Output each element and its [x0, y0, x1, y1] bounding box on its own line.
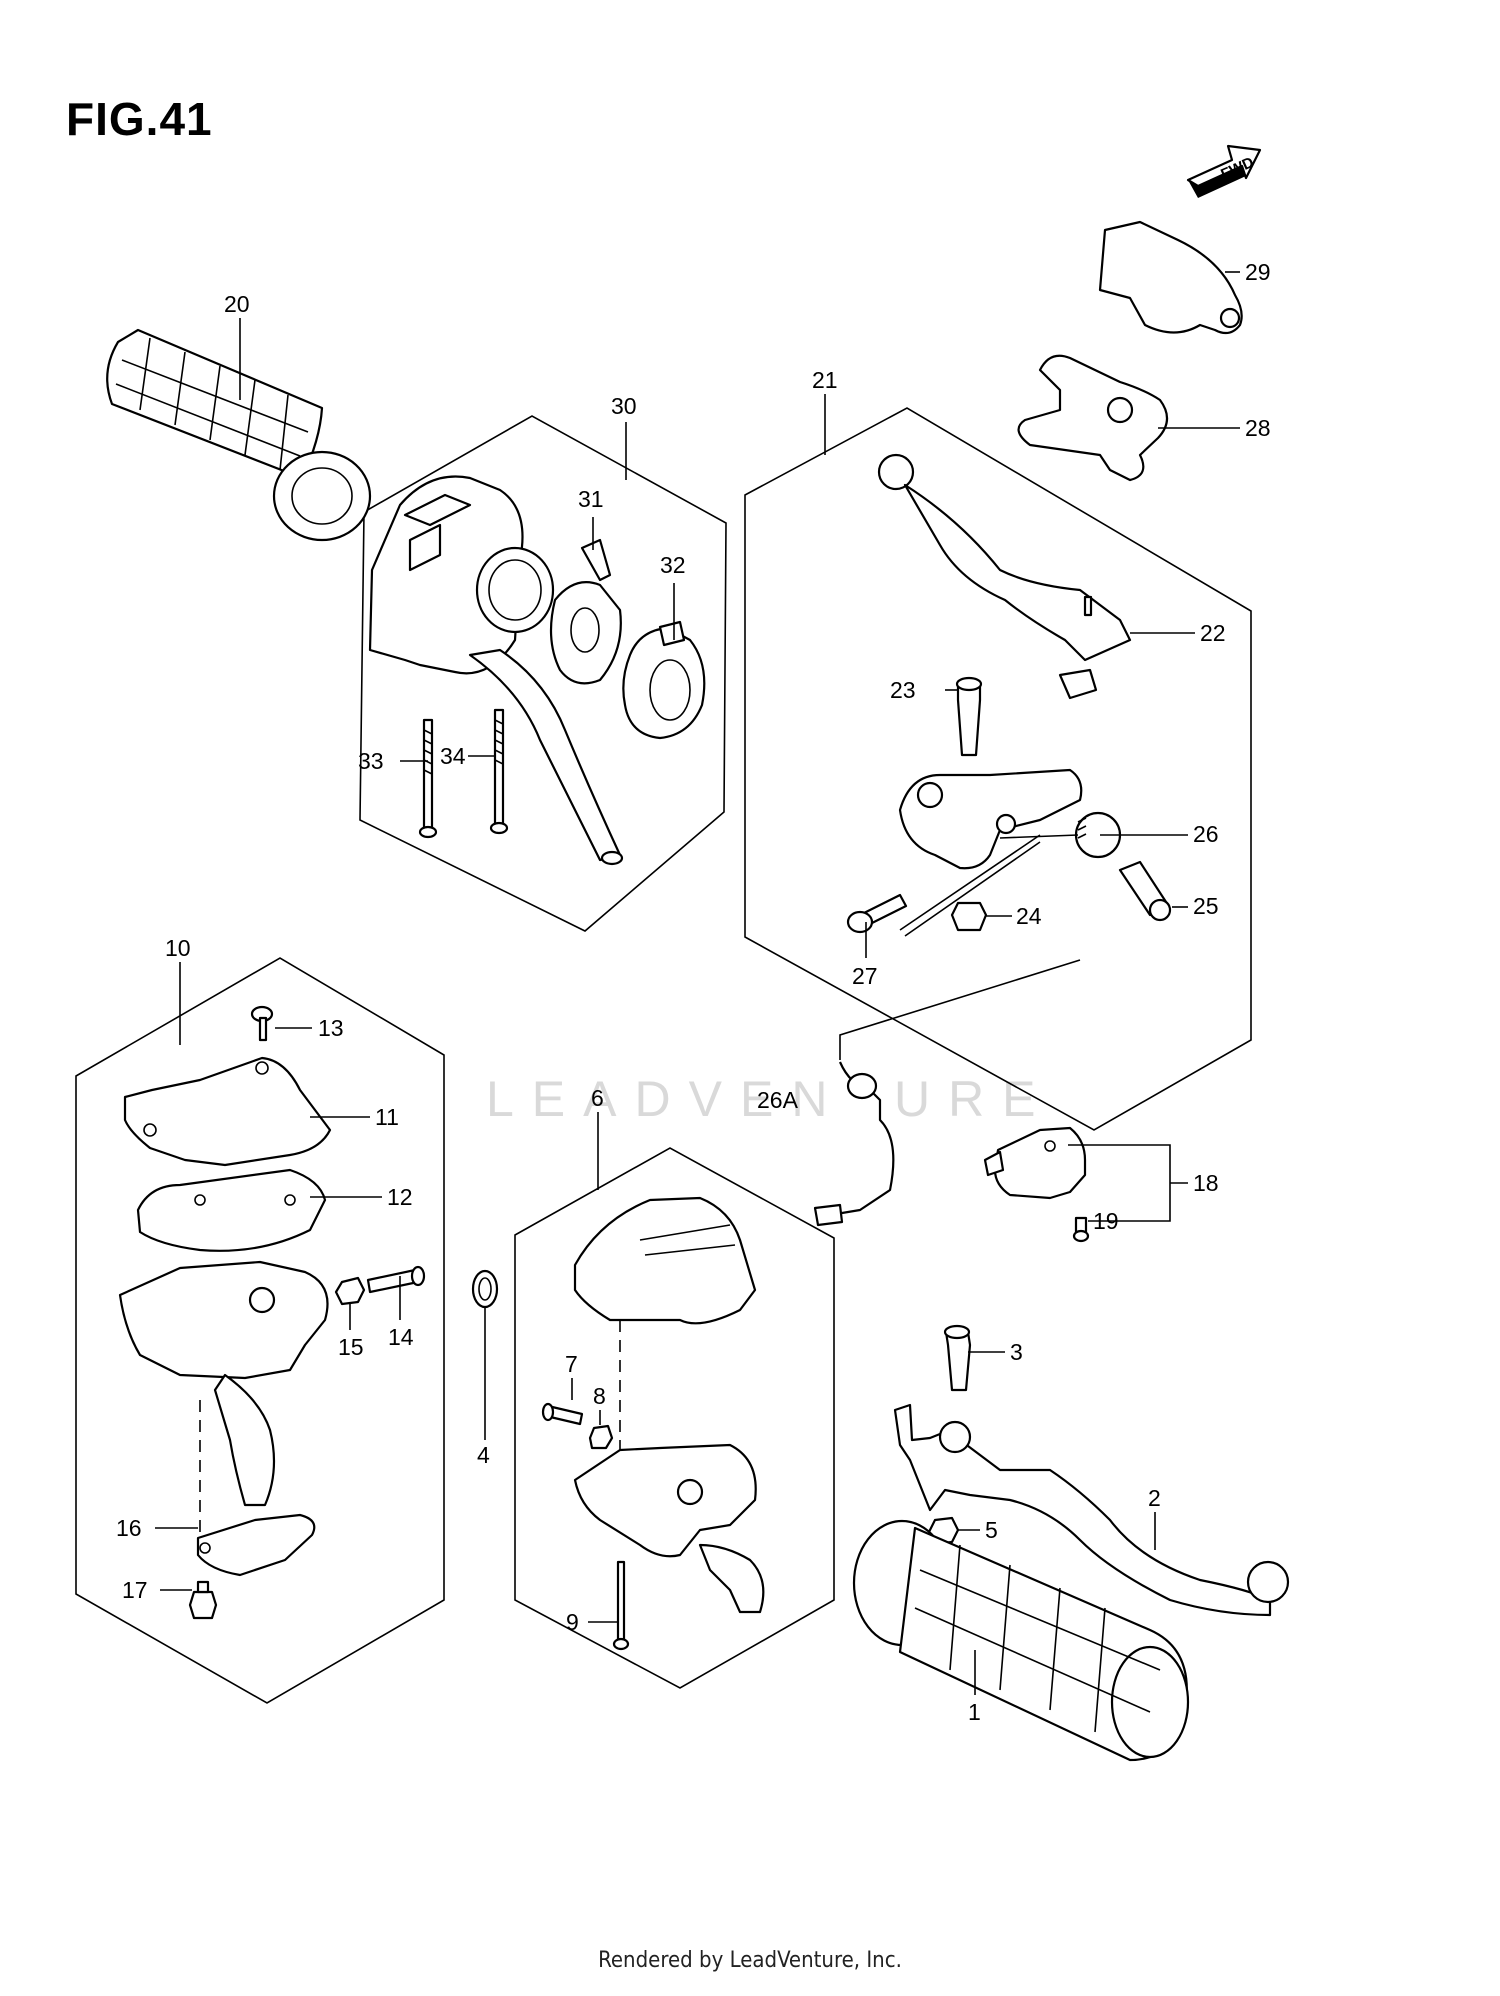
callout-6: 6: [591, 1085, 604, 1111]
callout-16: 16: [116, 1515, 142, 1541]
footer-credit: Rendered by LeadVenture, Inc.: [598, 1948, 902, 1973]
leader-lines: [155, 271, 1240, 1695]
callout-24: 24: [1016, 903, 1042, 929]
callout-32: 32: [660, 552, 686, 578]
nut-8: [588, 1424, 614, 1450]
bolt-25: [1118, 860, 1172, 922]
group-6-outline: [514, 1147, 835, 1689]
nut-24: [950, 901, 988, 932]
callout-26a: 26A: [757, 1087, 799, 1113]
callout-33: 33: [358, 748, 384, 774]
callout-18: 18: [1193, 1170, 1219, 1196]
grip-20: [106, 328, 372, 542]
bolt-3: [943, 1324, 972, 1392]
callout-7: 7: [565, 1351, 578, 1377]
callout-5: 5: [985, 1517, 998, 1543]
screw-13: [250, 1005, 274, 1042]
callout-labels: 20 30 31 32 33 34 21 22 23 26 25 24 27 2…: [116, 259, 1271, 1725]
switch-base: [118, 1260, 329, 1507]
switch-housing-30: [368, 475, 624, 866]
nut-17: [188, 1580, 218, 1620]
switch-collar-32: [622, 620, 706, 740]
screw-33: [418, 718, 438, 839]
callout-29: 29: [1245, 259, 1271, 285]
callout-4: 4: [477, 1442, 490, 1468]
callout-1: 1: [968, 1699, 981, 1725]
plate-16: [196, 1513, 316, 1577]
nut-15: [334, 1276, 366, 1306]
callout-10: 10: [165, 935, 191, 961]
plate-12: [136, 1168, 327, 1252]
housing-base: [573, 1443, 765, 1614]
bracket-28: [1017, 354, 1169, 482]
screw-14: [366, 1265, 426, 1294]
callout-34: 34: [440, 743, 466, 769]
callout-19: 19: [1093, 1208, 1119, 1234]
housing-cover-6: [573, 1196, 757, 1325]
ring-4: [471, 1269, 499, 1309]
callout-11: 11: [375, 1104, 399, 1130]
callout-27: 27: [852, 963, 878, 989]
fwd-arrow-icon: FWD: [1186, 144, 1262, 198]
callout-13: 13: [318, 1015, 344, 1041]
screw-34: [489, 708, 509, 835]
callout-20: 20: [224, 291, 250, 317]
callout-30: 30: [611, 393, 637, 419]
callout-23: 23: [890, 677, 916, 703]
clutch-lever-2: [893, 1403, 1290, 1617]
callout-31: 31: [578, 486, 604, 512]
bolt-7: [541, 1402, 584, 1426]
callout-22: 22: [1200, 620, 1226, 646]
grip-1: [852, 1519, 1190, 1762]
lever-bracket: [898, 768, 1083, 870]
callout-12: 12: [387, 1184, 413, 1210]
callout-26: 26: [1193, 821, 1219, 847]
callout-21: 21: [812, 367, 838, 393]
callout-15: 15: [338, 1334, 364, 1360]
callout-14: 14: [388, 1324, 414, 1350]
bolt-27: [846, 893, 908, 934]
callout-8: 8: [593, 1383, 606, 1409]
pivot-bolt-23: [955, 676, 983, 757]
screw-19: [1072, 1216, 1090, 1243]
callout-17: 17: [122, 1577, 148, 1603]
callout-25: 25: [1193, 893, 1219, 919]
figure-title: FIG.41: [66, 93, 213, 145]
callout-3: 3: [1010, 1339, 1023, 1365]
switch-lever-31: [549, 538, 622, 685]
switch-18: [983, 1126, 1087, 1200]
group-30-outline: [359, 415, 727, 932]
switch-wire-26a: [813, 834, 1081, 1227]
group-21-outline: [744, 407, 1252, 1131]
bracket-29: [1098, 220, 1243, 335]
cover-11: [123, 1056, 332, 1167]
screw-9: [612, 1560, 630, 1651]
group-10-outline: [75, 957, 445, 1704]
callout-9: 9: [566, 1609, 579, 1635]
brake-lever-22: [877, 453, 1132, 700]
callout-2: 2: [1148, 1485, 1161, 1511]
callout-28: 28: [1245, 415, 1271, 441]
